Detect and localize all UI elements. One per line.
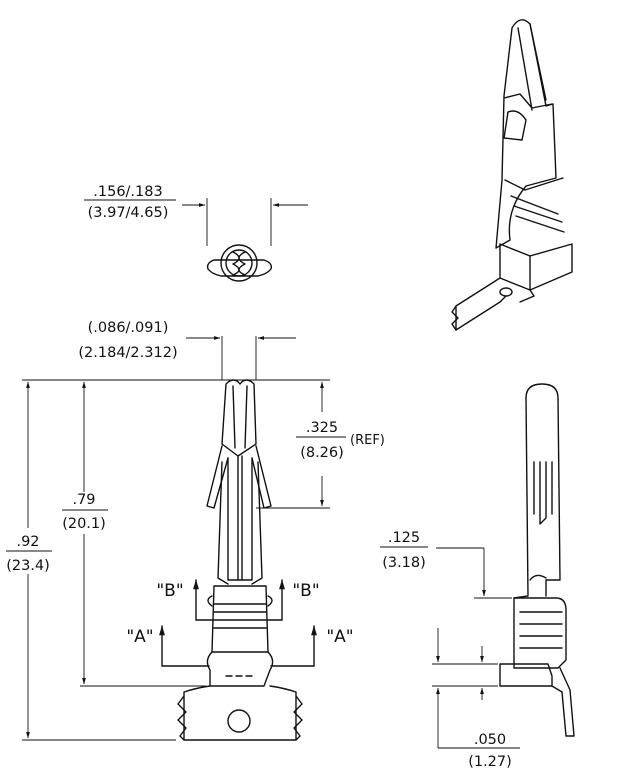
section-a-markers: "A" "A"	[126, 625, 354, 667]
svg-text:(1.27): (1.27)	[468, 754, 512, 770]
svg-text:(2.184/2.312): (2.184/2.312)	[78, 345, 177, 361]
front-view	[177, 379, 303, 741]
mid-length-dimension: .79 (20.1)	[62, 381, 206, 687]
overall-length-dimension: .92 (23.4)	[6, 381, 176, 741]
tip-length-dimension: .325 (8.26) (REF)	[22, 379, 385, 509]
svg-text:.92: .92	[16, 534, 39, 550]
isometric-view	[451, 19, 573, 331]
end-view	[182, 198, 308, 282]
svg-text:.125: .125	[388, 530, 420, 546]
svg-text:.325: .325	[306, 420, 338, 436]
svg-text:(3.97/4.65): (3.97/4.65)	[88, 205, 169, 221]
svg-text:"A": "A"	[326, 627, 353, 647]
svg-text:(.086/.091): (.086/.091)	[88, 320, 169, 336]
end-width-dimension: .156/.183 (3.97/4.65)	[84, 184, 176, 221]
svg-text:(REF): (REF)	[350, 433, 385, 448]
contact-width-dimension: (.086/.091) (2.184/2.312)	[78, 320, 296, 380]
svg-text:(20.1): (20.1)	[62, 516, 106, 532]
side-view	[499, 383, 575, 737]
svg-text:"B": "B"	[292, 581, 319, 601]
svg-text:"B": "B"	[156, 581, 183, 601]
side-height-dimension: .125 (3.18)	[380, 530, 512, 599]
svg-text:(8.26): (8.26)	[300, 445, 344, 461]
section-b-markers: "B" "B"	[156, 579, 320, 621]
svg-text:"A": "A"	[126, 627, 153, 647]
svg-text:(23.4): (23.4)	[6, 558, 50, 574]
svg-text:.050: .050	[474, 732, 506, 748]
svg-text:.79: .79	[72, 492, 95, 508]
svg-text:.156/.183: .156/.183	[93, 184, 162, 200]
svg-text:(3.18): (3.18)	[382, 555, 426, 571]
tab-thickness-dimension: .050 (1.27)	[432, 628, 520, 770]
